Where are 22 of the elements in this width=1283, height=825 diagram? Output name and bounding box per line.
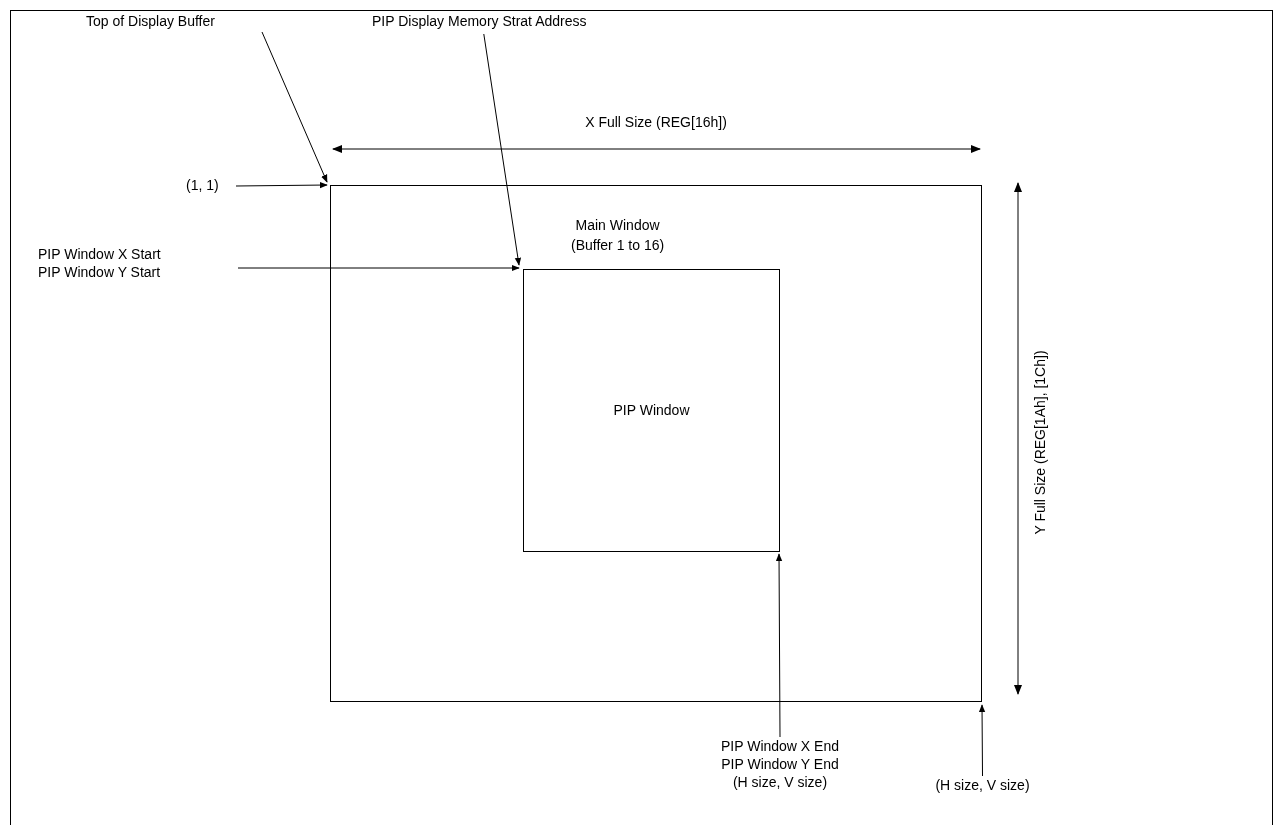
arrow (237, 264, 520, 272)
callout-label: (H size, V size) (732, 773, 828, 791)
arrow (261, 31, 328, 183)
window-label: Main Window (575, 216, 660, 234)
window-box (523, 269, 780, 552)
arrow (235, 181, 328, 189)
callout-label: PIP Window Y End (721, 755, 839, 773)
window-label: PIP Window (613, 401, 690, 420)
dimension-label: X Full Size (REG[16h]) (584, 113, 728, 132)
window-box (330, 185, 982, 702)
callout-label: PIP Display Memory Strat Address (372, 12, 587, 30)
window-label: (Buffer 1 to 16) (571, 236, 665, 254)
dimension-label: Y Full Size (REG[1Ah], [1Ch]) (1030, 349, 1049, 537)
arrow (978, 704, 986, 777)
callout-label: (1, 1) (186, 176, 219, 194)
callout-label: PIP Window Y Start (38, 263, 161, 281)
callout-label: (H size, V size) (935, 776, 1030, 794)
arrow (483, 33, 522, 266)
callout-label: PIP Window X End (721, 737, 839, 755)
callout-label: Top of Display Buffer (86, 12, 215, 30)
arrow (775, 553, 783, 738)
callout-label: PIP Window X Start (38, 245, 161, 263)
